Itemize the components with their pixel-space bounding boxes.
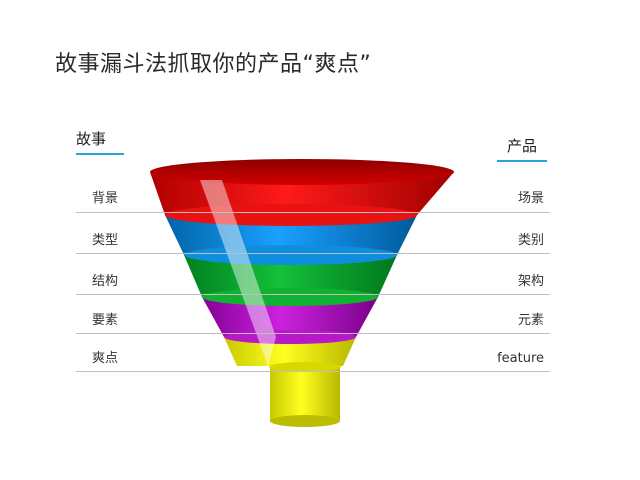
product-label-category: 类别	[517, 233, 544, 248]
row-divider	[76, 253, 550, 254]
story-label-elements: 要素	[92, 313, 119, 328]
row-divider	[76, 294, 550, 295]
funnel-spout	[270, 366, 340, 421]
story-label-type: 类型	[92, 233, 119, 248]
funnel-glass-highlight	[200, 180, 276, 366]
product-label-architecture: 架构	[517, 274, 544, 289]
story-label-structure: 结构	[92, 274, 119, 289]
page-title: 故事漏斗法抓取你的产品“爽点”	[55, 52, 372, 77]
story-column-header: 故事	[76, 128, 124, 155]
funnel-band-green	[184, 255, 397, 297]
product-label-scenario: 场景	[517, 191, 544, 206]
funnel-band-blue	[165, 215, 417, 255]
funnel-top-opening	[150, 159, 454, 185]
product-column-header: 产品	[497, 135, 547, 162]
row-divider	[76, 212, 550, 213]
product-label-elements: 元素	[517, 313, 544, 328]
story-label-background: 背景	[92, 191, 119, 206]
funnel-spout-bottom	[270, 415, 340, 427]
funnel-band-highlight-yellow	[224, 337, 356, 366]
product-label-feature: feature	[497, 351, 544, 366]
funnel-band-purple	[202, 297, 378, 337]
row-divider	[76, 371, 550, 372]
row-divider	[76, 333, 550, 334]
story-label-thrill-point: 爽点	[92, 351, 119, 366]
